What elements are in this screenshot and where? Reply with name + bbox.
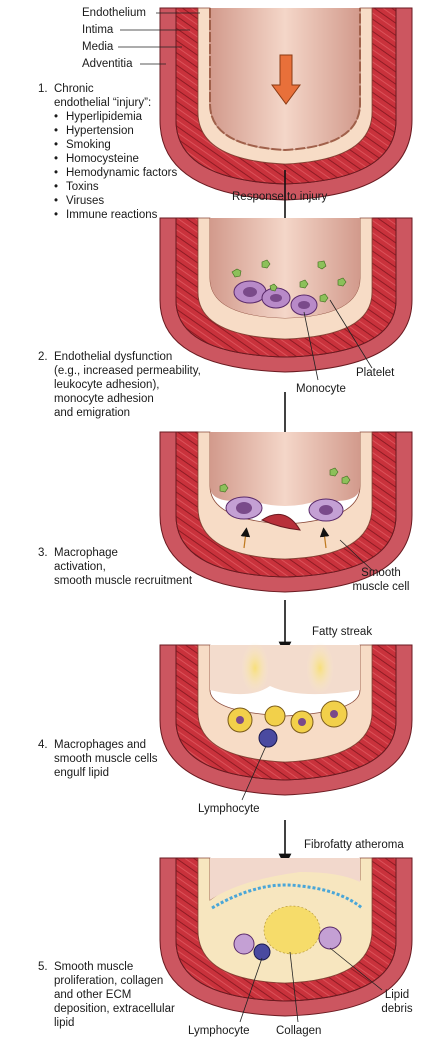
label-smooth-muscle-line: muscle cell [352, 581, 410, 593]
layer-leader-lines [118, 12, 200, 65]
label-media: Media [82, 41, 114, 53]
step-5-line: and other ECM [54, 989, 132, 1001]
stage3-leader [339, 539, 373, 571]
step-3-line: smooth muscle recruitment [54, 575, 193, 587]
step-3-text: 3. Macrophage activation, smooth muscle r… [38, 546, 208, 588]
vessel-stage-1 [159, 7, 413, 201]
step-5-line: Smooth muscle [54, 961, 134, 973]
step-1-text: 1. Chronic endothelial “injury”: Hyperlip… [38, 82, 188, 222]
step-3-line: Macrophage [54, 547, 118, 559]
label-adventitia: Adventitia [82, 58, 133, 70]
label-lipid-debris: Lipid debris [372, 988, 422, 1016]
step-2-line: leukocyte adhesion), [54, 379, 160, 391]
vessel-stage-4 [159, 642, 413, 796]
risk-factor-item: Viruses [54, 194, 188, 208]
step-5-number: 5. [38, 961, 48, 973]
smooth-muscle-cell [260, 513, 301, 531]
label-endothelium: Endothelium [82, 7, 146, 19]
step-3-line: activation, [54, 561, 106, 573]
step-1-line-1: Chronic [54, 83, 94, 95]
step-5-line: proliferation, collagen [54, 975, 164, 987]
step-4-line: engulf lipid [54, 767, 109, 779]
label-lymphocyte-stage-4: Lymphocyte [198, 803, 260, 815]
foam-cells [227, 700, 348, 734]
step-4-number: 4. [38, 739, 48, 751]
platelet-cluster [231, 259, 347, 303]
macrophage-cluster [225, 496, 344, 522]
step-2-number: 2. [38, 351, 48, 363]
endothelium-layer [209, 8, 361, 152]
risk-factor-item: Homocysteine [54, 152, 188, 166]
label-intima: Intima [82, 24, 114, 36]
risk-factor-item: Hemodynamic factors [54, 166, 188, 180]
injury-arrow [271, 54, 301, 105]
label-collagen: Collagen [276, 1025, 322, 1037]
label-lymphocyte-stage-5: Lymphocyte [188, 1025, 250, 1037]
arrow-label-fibrofatty-atheroma: Fibrofatty atheroma [304, 839, 404, 851]
lymphocyte-cell [258, 728, 278, 748]
label-lipid-debris-line: Lipid [384, 989, 410, 1001]
label-platelet: Platelet [356, 367, 395, 379]
step-5-line: lipid [54, 1017, 75, 1029]
step-2-text: 2. Endothelial dysfunction (e.g., increas… [38, 350, 208, 420]
risk-factor-item: Toxins [54, 180, 188, 194]
risk-factor-item: Hyperlipidemia [54, 110, 188, 124]
arrow-label-response-to-injury: Response to injury [232, 191, 328, 203]
step-5-text: 5.Smooth muscle proliferation, collagen … [38, 960, 178, 1030]
step-4-line: smooth muscle cells [54, 753, 158, 765]
step-1-line-2: endothelial “injury”: [54, 97, 152, 109]
vessel-stage-5 [159, 857, 413, 1017]
step-3-number: 3. [38, 547, 48, 559]
step-2-line: monocyte adhesion [54, 393, 154, 405]
label-lipid-debris-line: debris [381, 1003, 413, 1015]
step-4-line: Macrophages and [54, 739, 147, 751]
step-4-text: 4. Macrophages and smooth muscle cells en… [38, 738, 208, 780]
label-smooth-muscle-line: Smooth [361, 567, 401, 579]
label-monocyte: Monocyte [296, 383, 346, 395]
step-2-line: and emigration [54, 407, 131, 419]
step-2-line: Endothelial dysfunction [54, 351, 173, 363]
stage2-leaders [303, 299, 373, 381]
stage4-leader [241, 745, 267, 801]
step-1-number: 1. [38, 83, 48, 95]
step-2-line: (e.g., increased permeability, [54, 365, 201, 377]
stage5-leaders [239, 947, 383, 1023]
risk-factor-item: Hypertension [54, 124, 188, 138]
risk-factor-item: Immune reactions [54, 208, 188, 222]
arrow-label-fatty-streak: Fatty streak [312, 626, 373, 638]
label-smooth-muscle-cell: Smooth muscle cell [346, 566, 416, 594]
risk-factor-item: Smoking [54, 138, 188, 152]
step-5-line: deposition, extracellular [54, 1003, 175, 1015]
vessel-stage-2 [159, 217, 413, 373]
risk-factor-list: Hyperlipidemia Hypertension Smoking Homo… [38, 110, 188, 222]
vessel-stage-3 [159, 431, 413, 593]
lipid-core [263, 905, 321, 955]
fatty-streak [241, 642, 269, 694]
collagen-fibers [211, 883, 363, 910]
